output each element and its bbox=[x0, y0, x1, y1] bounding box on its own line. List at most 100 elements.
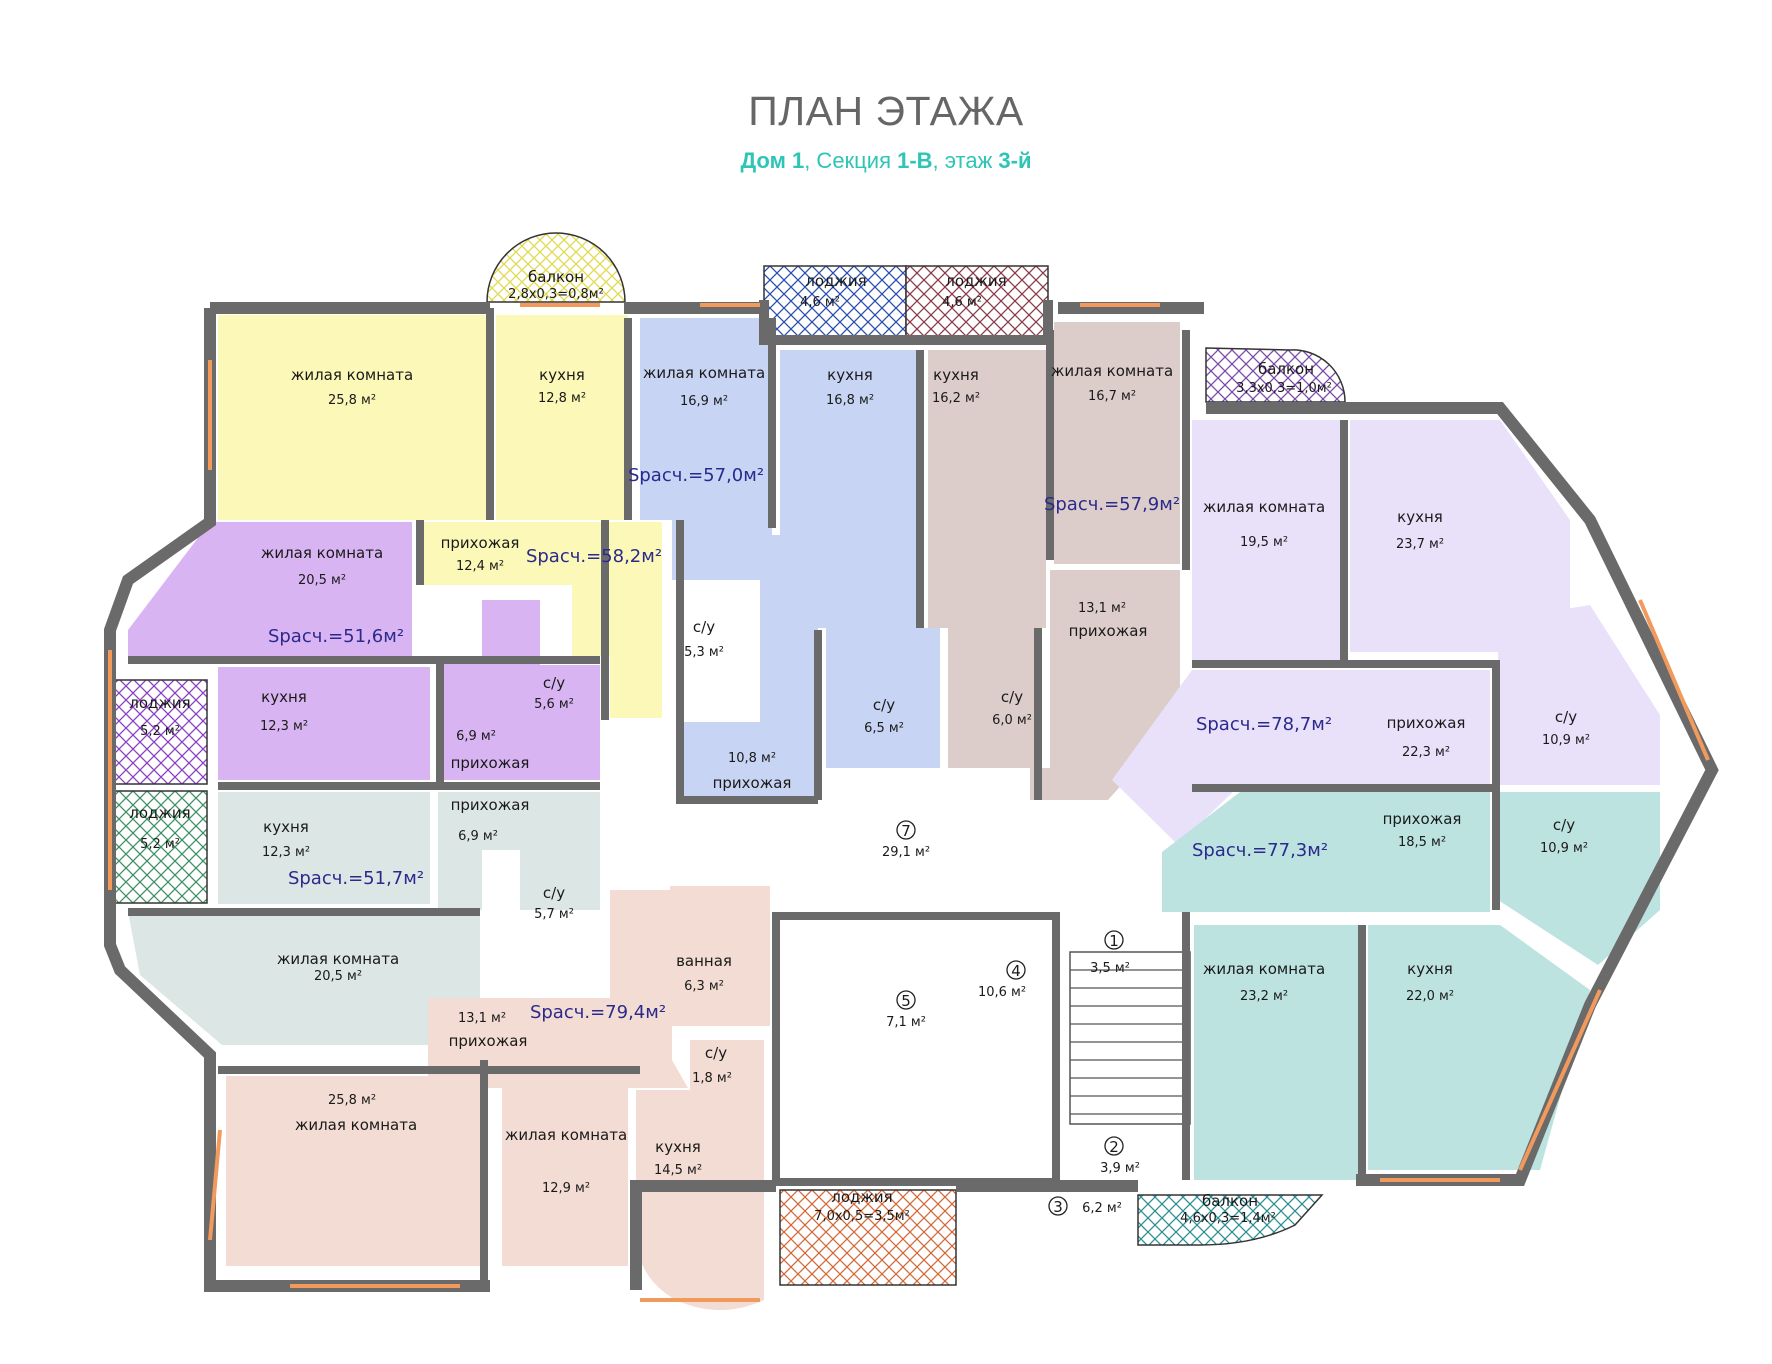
room-grey-hall bbox=[438, 792, 600, 910]
common-num: 7 bbox=[901, 822, 911, 840]
common-num-circle bbox=[896, 990, 916, 1010]
room-area: 6,3 м² bbox=[684, 979, 724, 994]
apartment-area: Sрасч.=57,9м² bbox=[1044, 494, 1180, 515]
room-area: 14,5 м² bbox=[654, 1163, 702, 1178]
room-area: 6,9 м² bbox=[456, 729, 496, 744]
page-subtitle: Дом 1, Секция 1-В, этаж 3-й bbox=[0, 148, 1772, 174]
room-area: 6,0 м² bbox=[992, 713, 1032, 728]
room-name: прихожая bbox=[713, 774, 792, 792]
room-area: 19,5 м² bbox=[1240, 535, 1288, 550]
room-peach-kitchen bbox=[636, 1090, 764, 1310]
page-title: ПЛАН ЭТАЖА bbox=[748, 88, 1024, 134]
room-teal-bath bbox=[1498, 792, 1660, 965]
room-name: прихожая bbox=[449, 1032, 528, 1050]
outdoor-area: 5,2 м² bbox=[140, 724, 180, 739]
room-name: жилая комната bbox=[1051, 362, 1173, 380]
subtitle-sep-2: , этаж bbox=[932, 148, 999, 173]
common-num: 1 bbox=[1109, 932, 1119, 950]
outdoor-name: лоджия bbox=[945, 272, 1006, 290]
room-name: кухня bbox=[539, 366, 585, 384]
outdoor-area: 2,8х0,3=0,8м² bbox=[508, 287, 604, 302]
outdoor-name: балкон bbox=[528, 268, 584, 286]
room-name: прихожая bbox=[1383, 810, 1462, 828]
loggia-bottom bbox=[779, 1189, 957, 1286]
room-name: с/у bbox=[873, 696, 895, 714]
room-name: ванная bbox=[676, 952, 732, 970]
room-name: жилая комната bbox=[643, 364, 765, 382]
loggia-left-1 bbox=[109, 679, 208, 785]
room-yellow-kitchen bbox=[496, 315, 628, 520]
room-area: 5,6 м² bbox=[534, 697, 574, 712]
common-area: 7,1 м² bbox=[886, 1015, 926, 1030]
room-area: 20,5 м² bbox=[314, 969, 362, 984]
common-num: 2 bbox=[1109, 1138, 1119, 1156]
loggia-top-2 bbox=[905, 265, 1049, 337]
apartment-area-labels: Sрасч.=57,0м² Sрасч.=57,9м² Sрасч.=58,2м… bbox=[268, 465, 1332, 1023]
room-area: 25,8 м² bbox=[328, 393, 376, 408]
common-num: 4 bbox=[1011, 962, 1021, 980]
apartment-area: Sрасч.=51,6м² bbox=[268, 626, 404, 647]
room-area: 10,8 м² bbox=[728, 751, 776, 766]
room-name: жилая комната bbox=[1203, 498, 1325, 516]
balcony-top-right bbox=[1205, 347, 1346, 403]
outdoor-area: 5,2 м² bbox=[140, 837, 180, 852]
room-name: прихожая bbox=[441, 534, 520, 552]
section-value: 1-В bbox=[897, 148, 933, 173]
room-name: кухня bbox=[933, 366, 979, 384]
room-name: прихожая bbox=[451, 796, 530, 814]
room-area: 10,9 м² bbox=[1542, 733, 1590, 748]
room-name: кухня bbox=[1407, 960, 1453, 978]
room-name: кухня bbox=[655, 1138, 701, 1156]
room-peach-living-large bbox=[226, 1076, 484, 1266]
outdoor-area: 4,6 м² bbox=[942, 295, 982, 310]
common-area: 3,9 м² bbox=[1100, 1161, 1140, 1176]
apartment-area: Sрасч.=78,7м² bbox=[1196, 714, 1332, 735]
common-num-circle bbox=[1104, 930, 1124, 950]
room-teal-kitchen bbox=[1368, 925, 1590, 1170]
common-area: 29,1 м² bbox=[882, 845, 930, 860]
room-area: 5,3 м² bbox=[684, 645, 724, 660]
room-area: 16,9 м² bbox=[680, 394, 728, 409]
room-purple-kitchen bbox=[218, 667, 430, 780]
room-name: с/у bbox=[1555, 708, 1577, 726]
room-area: 23,7 м² bbox=[1396, 537, 1444, 552]
apartment-area: Sрасч.=57,0м² bbox=[628, 465, 764, 486]
room-name: с/у bbox=[543, 674, 565, 692]
room-mauve-bath bbox=[948, 628, 1042, 768]
apartment-area: Sрасч.=77,3м² bbox=[1192, 840, 1328, 861]
room-purple-hall bbox=[438, 600, 600, 780]
walls bbox=[104, 300, 1719, 1292]
room-name: прихожая bbox=[451, 754, 530, 772]
room-name: с/у bbox=[693, 618, 715, 636]
outdoor-name: балкон bbox=[1202, 1192, 1258, 1210]
room-grey-kitchen bbox=[218, 792, 430, 904]
loggia-top-1 bbox=[763, 265, 907, 337]
room-blue-bath bbox=[826, 628, 940, 768]
room-name: с/у bbox=[705, 1044, 727, 1062]
room-area: 16,2 м² bbox=[932, 391, 980, 406]
room-area: 23,2 м² bbox=[1240, 989, 1288, 1004]
room-area: 6,9 м² bbox=[458, 829, 498, 844]
room-area: 12,3 м² bbox=[262, 845, 310, 860]
room-area: 25,8 м² bbox=[328, 1093, 376, 1108]
apartment-area: Sрасч.=79,4м² bbox=[530, 1002, 666, 1023]
windows bbox=[108, 303, 1710, 1302]
common-num-circle bbox=[1104, 1136, 1124, 1156]
outdoor-name: лоджия bbox=[129, 804, 190, 822]
room-name: кухня bbox=[261, 688, 307, 706]
house-label: Дом 1 bbox=[740, 148, 805, 173]
room-name: жилая комната bbox=[261, 544, 383, 562]
core-shaft bbox=[772, 912, 1060, 1186]
room-name: жилая комната bbox=[295, 1116, 417, 1134]
room-mauve-kitchen bbox=[928, 350, 1046, 628]
room-area: 16,8 м² bbox=[826, 393, 874, 408]
room-name: жилая комната bbox=[291, 366, 413, 384]
room-area: 12,9 м² bbox=[542, 1181, 590, 1196]
stair-treads bbox=[1069, 951, 1191, 1125]
common-areas: 7 29,1 м² 1 3,5 м² 2 3,9 м² 3 6,2 м² 4 1… bbox=[882, 820, 1140, 1216]
room-name: кухня bbox=[827, 366, 873, 384]
room-area: 13,1 м² bbox=[1078, 601, 1126, 616]
common-num: 5 bbox=[901, 992, 911, 1010]
room-area: 10,9 м² bbox=[1540, 841, 1588, 856]
